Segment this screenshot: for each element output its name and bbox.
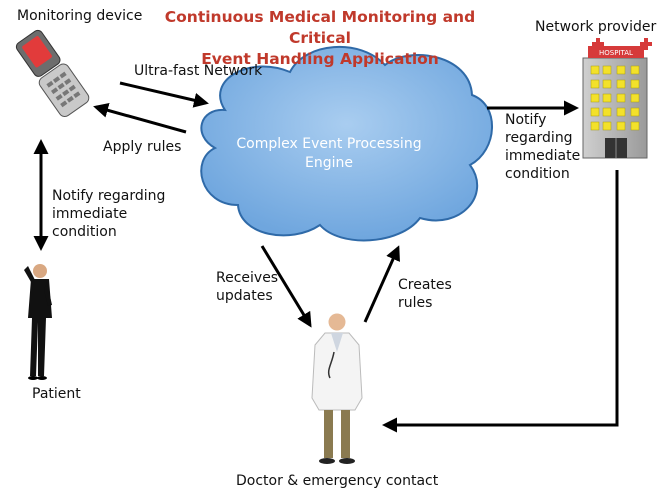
engine-label: Complex Event Processing Engine bbox=[236, 136, 422, 171]
monitoring-device-label: Monitoring device bbox=[17, 8, 143, 24]
arrow-apply-rules bbox=[93, 102, 187, 134]
diagram-title: Continuous Medical Monitoring and Critic… bbox=[164, 8, 476, 68]
apply-rules-label: Apply rules bbox=[103, 139, 182, 155]
receives-updates-label: Receives updates bbox=[216, 270, 279, 304]
doctor-label: Doctor & emergency contact bbox=[236, 473, 439, 489]
patient-figure-icon bbox=[24, 264, 52, 380]
arrow-ultra-fast-network bbox=[119, 81, 209, 108]
hospital-building-icon: HOSPITAL bbox=[582, 38, 652, 159]
arrow-creates-rules bbox=[363, 245, 400, 323]
creates-rules-label: Creates rules bbox=[398, 277, 452, 311]
arrow-provider-to-doctor bbox=[382, 170, 619, 433]
cloud-icon bbox=[200, 46, 493, 242]
mobile-phone-icon bbox=[15, 29, 90, 118]
network-provider-label: Network provider bbox=[535, 19, 657, 35]
doctor-figure-icon bbox=[311, 313, 363, 464]
patient-label: Patient bbox=[32, 386, 81, 402]
hospital-sign: HOSPITAL bbox=[599, 49, 633, 57]
ultra-fast-network-label: Ultra-fast Network bbox=[134, 63, 263, 79]
arrow-receives-updates bbox=[260, 245, 312, 328]
notify-patient-label: Notify regarding immediate condition bbox=[52, 188, 166, 240]
notify-provider-label: Notify regarding immediate condition bbox=[505, 112, 581, 182]
